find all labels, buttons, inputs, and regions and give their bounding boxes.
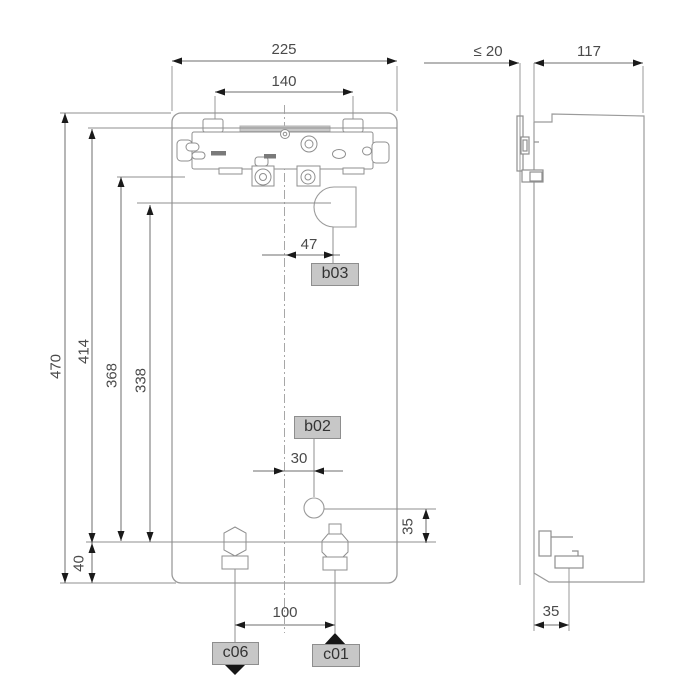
arrow [61, 573, 69, 583]
dim-front-connection-spacing: 100 [272, 604, 298, 621]
dimension-lines [64, 60, 643, 626]
c06-base [221, 555, 249, 570]
grommet-left-center [259, 173, 267, 181]
arrow [274, 467, 284, 475]
arrow [61, 113, 69, 123]
arrow [509, 59, 519, 67]
bracket-clip [254, 156, 269, 167]
bracket-marking [211, 151, 226, 156]
bracket-bushing-center [304, 139, 314, 149]
dim-front-bracket-spacing: 140 [271, 73, 297, 90]
arrow [633, 59, 643, 67]
arrow [88, 129, 96, 139]
arrow [559, 621, 569, 629]
side-view [516, 63, 645, 631]
screw-hole-center [282, 131, 288, 137]
dim-front-condensate-offset: 30 [290, 450, 308, 467]
side-fitting-lower [554, 555, 584, 569]
side-fitting-upper [538, 530, 552, 557]
bracket-marking [264, 154, 276, 159]
arrow [172, 57, 182, 65]
dim-front-connection-drop: 35 [399, 518, 417, 535]
arrow [324, 251, 334, 259]
arrow [325, 621, 335, 629]
condensate-connection-circle [303, 497, 325, 519]
dimension-arrows [61, 57, 643, 629]
gas-connection-shape [313, 186, 357, 228]
wall-bracket-hook-lower [521, 169, 544, 183]
bracket-wing-right [371, 141, 390, 164]
arrow [534, 621, 544, 629]
gas-connection-outline [313, 186, 357, 228]
c01-base [322, 556, 348, 571]
arrow [146, 205, 154, 215]
arrow [215, 88, 225, 96]
arrow [117, 177, 125, 187]
mounting-bracket [176, 118, 390, 187]
bracket-slot [191, 151, 206, 160]
extension-lines [60, 66, 644, 584]
dim-side-wall-clearance: ≤ 20 [473, 43, 503, 60]
arrow [88, 573, 96, 583]
bracket-oval-hole-small [362, 146, 372, 156]
dim-side-connection-offset: 35 [542, 603, 560, 620]
grommet-right-center [304, 173, 312, 181]
dim-front-width: 225 [271, 41, 297, 58]
label-return-connection-c01: c01 [312, 644, 360, 667]
wall-bracket-hook-detail [529, 171, 543, 182]
c06-outlet-triangle [222, 662, 248, 675]
bracket-oval-hole [332, 149, 346, 159]
dim-front-water-connection-height: 368 [103, 362, 121, 389]
arrow [422, 509, 430, 519]
arrow [314, 467, 324, 475]
arrow [235, 621, 245, 629]
bracket-tab-left [202, 118, 224, 133]
appliance-body-side [533, 113, 645, 583]
c01-hex-nut [321, 533, 349, 559]
arrow [146, 532, 154, 542]
bracket-slot [185, 142, 200, 152]
arrow [534, 59, 544, 67]
bracket-tab-right [342, 118, 364, 133]
label-condensate-connection-b02: b02 [294, 416, 341, 439]
arrow [387, 57, 397, 65]
dim-front-height: 470 [47, 353, 65, 380]
wall-bracket-hook-inner [522, 139, 528, 152]
label-gas-connection-b03: b03 [311, 263, 359, 286]
c01-cap [328, 523, 342, 535]
c06-hex-nut [223, 526, 247, 557]
label-flow-connection-c06: c06 [212, 642, 259, 665]
dim-front-gas-offset: 47 [300, 236, 318, 253]
c01-inlet-triangle [323, 633, 347, 646]
arrow [117, 531, 125, 541]
dim-front-bracket-height: 414 [75, 338, 93, 365]
wall-bracket-hook-upper [520, 136, 530, 155]
bracket-foot-right [342, 167, 365, 175]
arrow [422, 533, 430, 543]
arrow [343, 88, 353, 96]
flow-direction-markers [222, 633, 347, 675]
side-fitting-step [572, 550, 579, 556]
bracket-foot-left [218, 167, 243, 175]
dim-side-depth: 117 [577, 43, 601, 60]
arrow [88, 533, 96, 543]
arrow [88, 543, 96, 553]
bottom-fittings [221, 523, 349, 571]
dim-front-gas-connection-height: 338 [132, 367, 150, 394]
dim-front-bottom-offset: 40 [70, 555, 88, 572]
arrow [286, 251, 296, 259]
